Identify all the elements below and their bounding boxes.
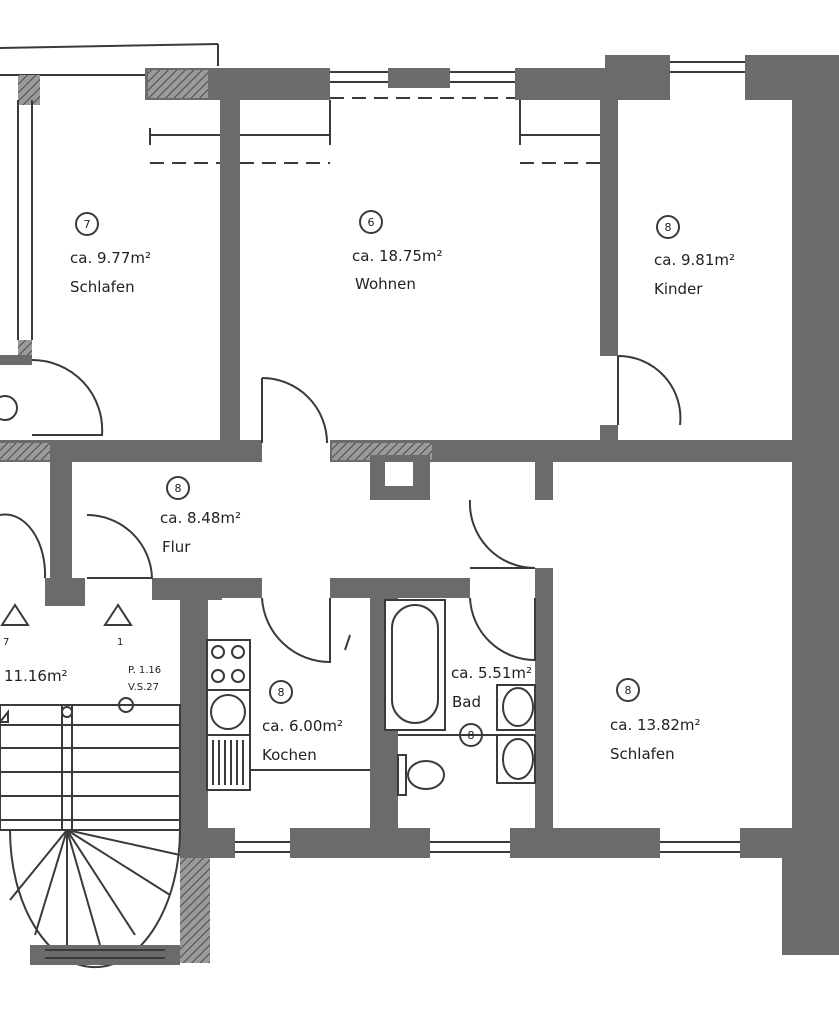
room-area: ca. 8.48m²	[160, 509, 241, 527]
room-area: ca. 13.82m²	[610, 716, 701, 734]
stair-level-note: V.S.27	[128, 682, 159, 693]
left-partition	[0, 75, 40, 365]
window-bottom	[235, 841, 740, 853]
room-area: ca. 6.00m²	[262, 717, 343, 735]
washbasins	[398, 684, 536, 784]
stair-labels: 11.16m² 7 1 P. 1.16 V.S.27	[3, 637, 161, 693]
room-area: ca. 5.51m²	[451, 664, 532, 682]
stair-area: 11.16m²	[4, 667, 68, 685]
exterior-wall-bottom	[205, 828, 812, 955]
room-kinder: 8 ca. 9.81m² Kinder	[654, 215, 735, 298]
room-name: Schlafen	[70, 278, 135, 296]
exterior-wall-right	[792, 55, 839, 955]
room-number: 7	[84, 218, 91, 231]
toilet	[397, 754, 445, 796]
room-wohnen: 6 ca. 18.75m² Wohnen	[352, 210, 443, 293]
room-flur: 8 ca. 8.48m² Flur	[160, 476, 241, 556]
stair-level: P. 1.16	[128, 665, 161, 676]
room-name: Kochen	[262, 746, 317, 764]
room-area: ca. 9.81m²	[654, 251, 735, 269]
room-area: ca. 18.75m²	[352, 247, 443, 265]
room-number: 8	[175, 482, 182, 495]
room-area: ca. 9.77m²	[70, 249, 151, 267]
room-schlafen-small: 7 ca. 9.77m² Schlafen	[70, 212, 151, 296]
kitchen-stove	[206, 639, 251, 691]
room-name: Wohnen	[355, 275, 416, 293]
bathtub	[384, 599, 446, 731]
kitchen-cabinet	[206, 734, 370, 791]
staircase	[0, 603, 210, 969]
stair-step-number-2: 1	[117, 637, 123, 648]
room-name: Kinder	[654, 280, 703, 298]
room-number: 8	[278, 686, 285, 699]
room-number: 8	[468, 729, 475, 742]
room-bad: 8 ca. 5.51m² Bad	[451, 664, 532, 747]
exterior-wall-top	[145, 55, 839, 100]
ceiling-dashed-lines	[149, 100, 600, 164]
room-number: 8	[625, 684, 632, 697]
stair-step-number: 7	[3, 637, 9, 648]
interior-walls-upper	[220, 98, 618, 443]
kitchen-sink	[206, 689, 251, 736]
room-name: Bad	[452, 693, 481, 711]
room-number: 8	[665, 221, 672, 234]
room-name: Schlafen	[610, 745, 675, 763]
interior-walls-middle	[45, 455, 553, 858]
door-swings-middle	[0, 499, 536, 664]
room-schlafen-large: 8 ca. 13.82m² Schlafen	[610, 678, 701, 763]
room-kochen: 8 ca. 6.00m² Kochen	[262, 680, 343, 764]
room-number: 6	[368, 216, 375, 229]
window-top	[330, 61, 745, 99]
room-name: Flur	[162, 538, 191, 556]
corridor-wall-top	[0, 440, 792, 500]
door-swings	[0, 354, 682, 444]
